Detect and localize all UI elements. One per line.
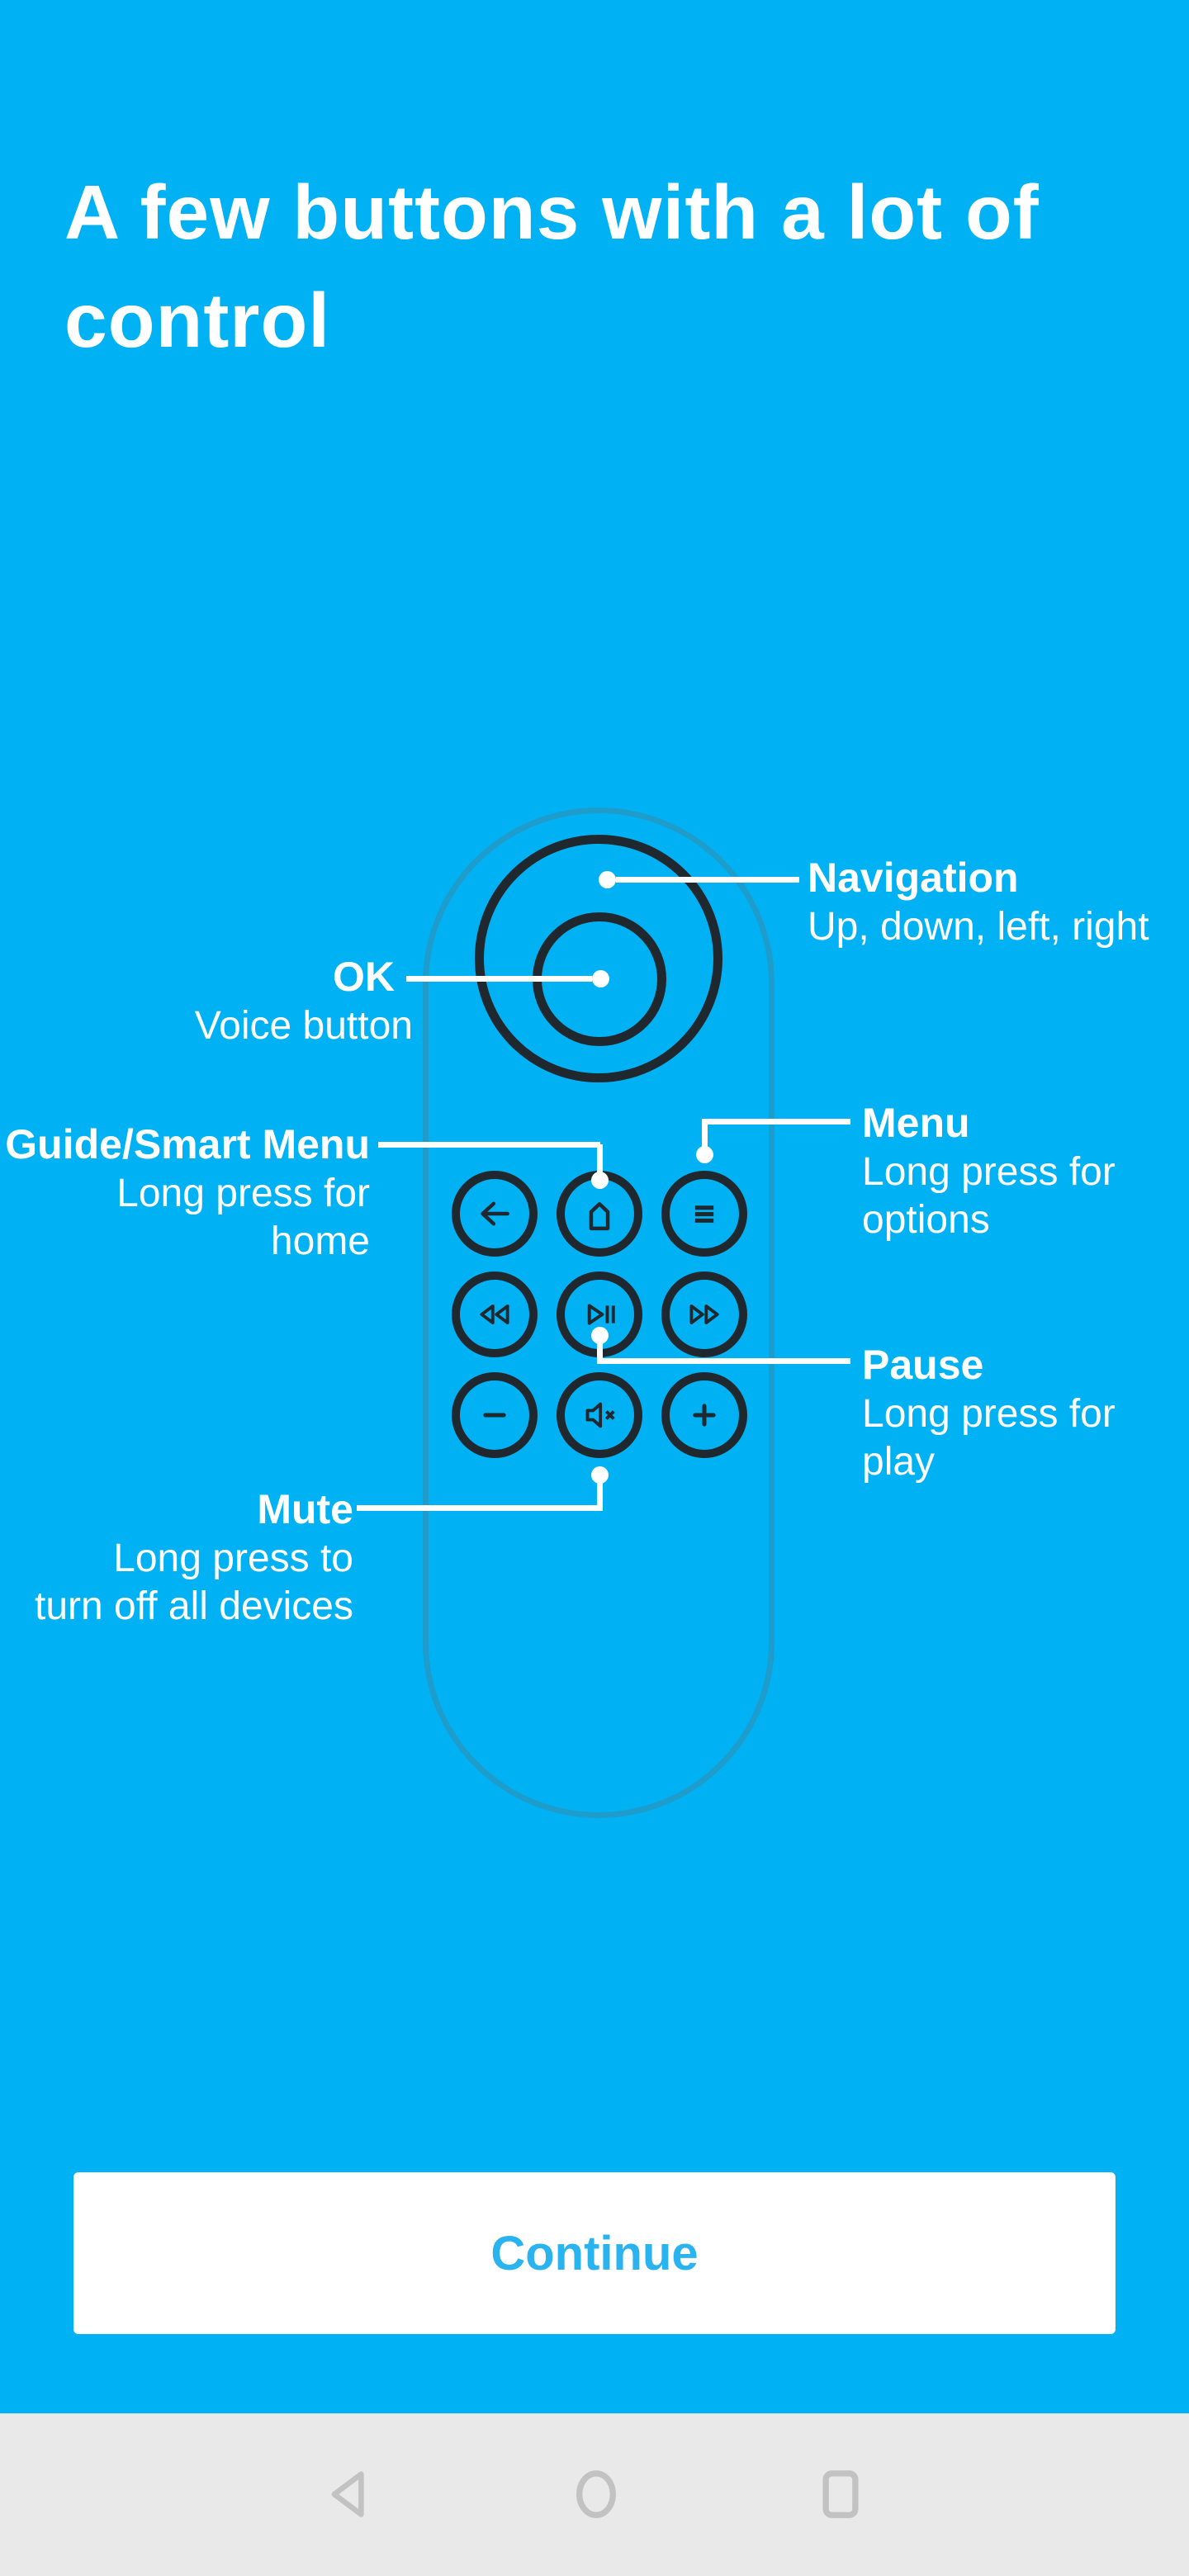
navigation-dot: [599, 871, 616, 888]
callout-mute-desc-1: Long press to: [113, 1537, 353, 1580]
navigation-leader-line: [616, 877, 799, 883]
remote-navigation-ring: [475, 835, 722, 1082]
android-back-button[interactable]: [302, 2445, 401, 2544]
android-home-button[interactable]: [547, 2445, 646, 2544]
home-icon: [589, 1202, 610, 1231]
callout-navigation-label: Navigation: [808, 855, 1019, 901]
callout-menu-desc-2: options: [862, 1198, 990, 1242]
ok-leader-line: [406, 976, 592, 982]
callout-guide-desc-2: home: [270, 1219, 370, 1263]
callout-menu-label: Menu: [862, 1100, 970, 1146]
recents-icon: [822, 2470, 859, 2518]
play-pause-icon: [587, 1304, 615, 1325]
android-navigation-bar: [0, 2413, 1189, 2576]
fast-forward-icon: [689, 1305, 719, 1324]
callout-guide-smart-menu: Guide/Smart Menu Long press for home: [0, 1119, 370, 1266]
pause-leader-line-h: [597, 1358, 850, 1364]
remote-volume-down-button: [452, 1372, 538, 1458]
ok-dot: [592, 970, 609, 987]
callout-pause-desc-1: Long press for: [862, 1392, 1116, 1436]
mute-leader-line-v: [597, 1476, 603, 1511]
volume-down-icon: [483, 1413, 506, 1418]
back-icon: [331, 2471, 364, 2517]
pause-leader-line-v: [597, 1336, 603, 1364]
callout-ok-label: OK: [333, 954, 395, 1000]
guide-leader-line-v: [597, 1144, 603, 1181]
mute-icon: [585, 1402, 615, 1428]
callout-pause-desc-2: play: [862, 1440, 936, 1484]
mute-leader-line-h: [357, 1505, 600, 1511]
volume-up-icon: [693, 1404, 716, 1427]
callout-guide-label: Guide/Smart Menu: [5, 1121, 370, 1167]
guide-dot: [591, 1172, 609, 1189]
remote-outline: [423, 807, 775, 1818]
mute-dot: [591, 1466, 609, 1484]
menu-icon: [694, 1205, 714, 1223]
callout-ok: OK Voice button: [0, 951, 413, 1050]
pause-dot: [591, 1327, 609, 1344]
callout-navigation-desc: Up, down, left, right: [808, 905, 1149, 949]
remote-volume-up-button: [661, 1372, 747, 1458]
menu-leader-line-v: [702, 1119, 708, 1156]
remote-fast-forward-button: [661, 1271, 747, 1357]
callout-menu-desc-1: Long press for: [862, 1150, 1116, 1194]
continue-button-label: Continue: [490, 2226, 699, 2280]
callout-navigation: Navigation Up, down, left, right: [808, 852, 1189, 951]
back-icon: [481, 1201, 509, 1226]
callout-pause-label: Pause: [862, 1342, 984, 1388]
callout-mute-label: Mute: [257, 1486, 353, 1532]
callout-pause: Pause Long press for play: [862, 1339, 1176, 1486]
callout-mute: Mute Long press to turn off all devices: [0, 1484, 353, 1631]
home-icon: [576, 2470, 616, 2518]
callout-ok-desc: Voice button: [194, 1004, 413, 1048]
remote-back-button: [452, 1171, 538, 1257]
guide-leader-line-h: [378, 1142, 600, 1148]
callout-guide-desc-1: Long press for: [116, 1172, 370, 1215]
remote-rewind-button: [452, 1271, 538, 1357]
remote-menu-button: [661, 1171, 747, 1257]
rewind-icon: [480, 1305, 509, 1324]
callout-mute-desc-2: turn off all devices: [35, 1584, 353, 1628]
menu-dot: [696, 1146, 713, 1163]
page-title: A few buttons with a lot of control: [64, 169, 1040, 363]
callout-menu: Menu Long press for options: [862, 1097, 1176, 1244]
menu-leader-line-h: [704, 1119, 850, 1125]
continue-button[interactable]: Continue: [73, 2172, 1116, 2334]
remote-mute-button: [557, 1372, 642, 1458]
android-recents-button[interactable]: [791, 2445, 890, 2544]
